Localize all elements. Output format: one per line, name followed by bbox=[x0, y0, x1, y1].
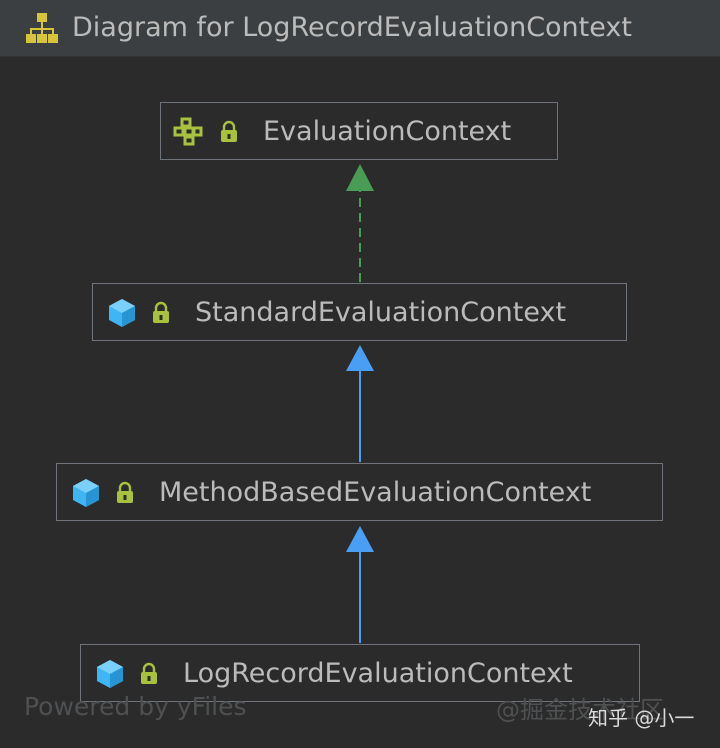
class-icon bbox=[73, 479, 99, 507]
class-icon bbox=[109, 299, 135, 327]
diagram-node-method-based-evaluation-context[interactable]: MethodBasedEvaluationContext bbox=[56, 463, 663, 521]
diagram-title-bar: Diagram for LogRecordEvaluationContext bbox=[0, 0, 720, 57]
node-label: StandardEvaluationContext bbox=[195, 297, 567, 328]
interface-icon bbox=[173, 117, 203, 146]
extends-arrowhead bbox=[346, 526, 374, 552]
lock-icon bbox=[141, 662, 157, 684]
node-label: MethodBasedEvaluationContext bbox=[159, 477, 592, 508]
diagram-edges bbox=[346, 164, 374, 643]
lock-icon bbox=[221, 120, 237, 142]
hierarchy-diagram-icon bbox=[26, 13, 58, 43]
diagram-node-log-record-evaluation-context[interactable]: LogRecordEvaluationContext bbox=[80, 644, 640, 702]
diagram-title: Diagram for LogRecordEvaluationContext bbox=[72, 12, 632, 43]
class-icon bbox=[97, 660, 123, 688]
node-label: EvaluationContext bbox=[263, 116, 512, 147]
diagram-node-standard-evaluation-context[interactable]: StandardEvaluationContext bbox=[92, 283, 627, 341]
lock-icon bbox=[153, 301, 169, 323]
watermark: 知乎 @小一 bbox=[588, 706, 695, 730]
lock-icon bbox=[117, 481, 133, 503]
implements-arrowhead bbox=[346, 164, 374, 191]
diagram-canvas[interactable]: EvaluationContext StandardEvaluationCont… bbox=[0, 57, 720, 748]
diagram-node-evaluation-context[interactable]: EvaluationContext bbox=[160, 102, 558, 160]
powered-by-text: Powered by yFiles bbox=[24, 692, 247, 721]
extends-arrowhead bbox=[346, 345, 374, 371]
node-label: LogRecordEvaluationContext bbox=[183, 658, 573, 689]
faint-watermark: @掘金技术社区 bbox=[496, 696, 664, 724]
